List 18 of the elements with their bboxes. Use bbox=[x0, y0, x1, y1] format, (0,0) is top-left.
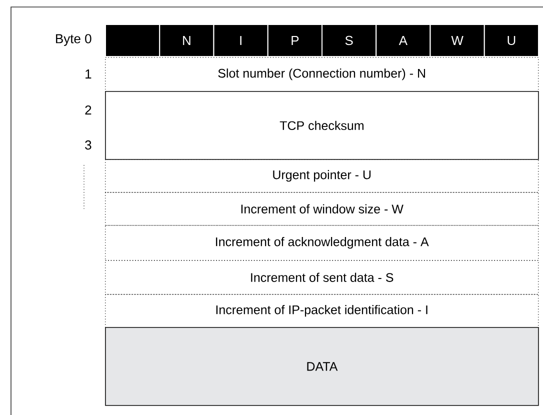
header-cell bbox=[105, 24, 160, 57]
header-cell: A bbox=[376, 24, 431, 57]
header-cell: U bbox=[484, 24, 539, 57]
row-label: 3 bbox=[85, 140, 92, 150]
header-cell: P bbox=[267, 24, 322, 57]
field-row: Increment of sent data - S bbox=[105, 260, 539, 295]
header-cell: I bbox=[213, 24, 268, 57]
header-cell: S bbox=[322, 24, 377, 57]
row-label: 2 bbox=[85, 105, 92, 115]
header-cell: W bbox=[430, 24, 485, 57]
field-box: TCP checksum bbox=[105, 91, 539, 160]
row-label: Byte 0 bbox=[56, 34, 92, 46]
field-row: Increment of window size - W bbox=[105, 192, 539, 226]
header-cell: N bbox=[159, 24, 214, 57]
field-row: Increment of acknowledgment data - A bbox=[105, 225, 539, 261]
row-label: 1 bbox=[86, 70, 92, 78]
field-row: Urgent pointer - U bbox=[105, 159, 539, 193]
data-box: DATA bbox=[105, 327, 539, 406]
